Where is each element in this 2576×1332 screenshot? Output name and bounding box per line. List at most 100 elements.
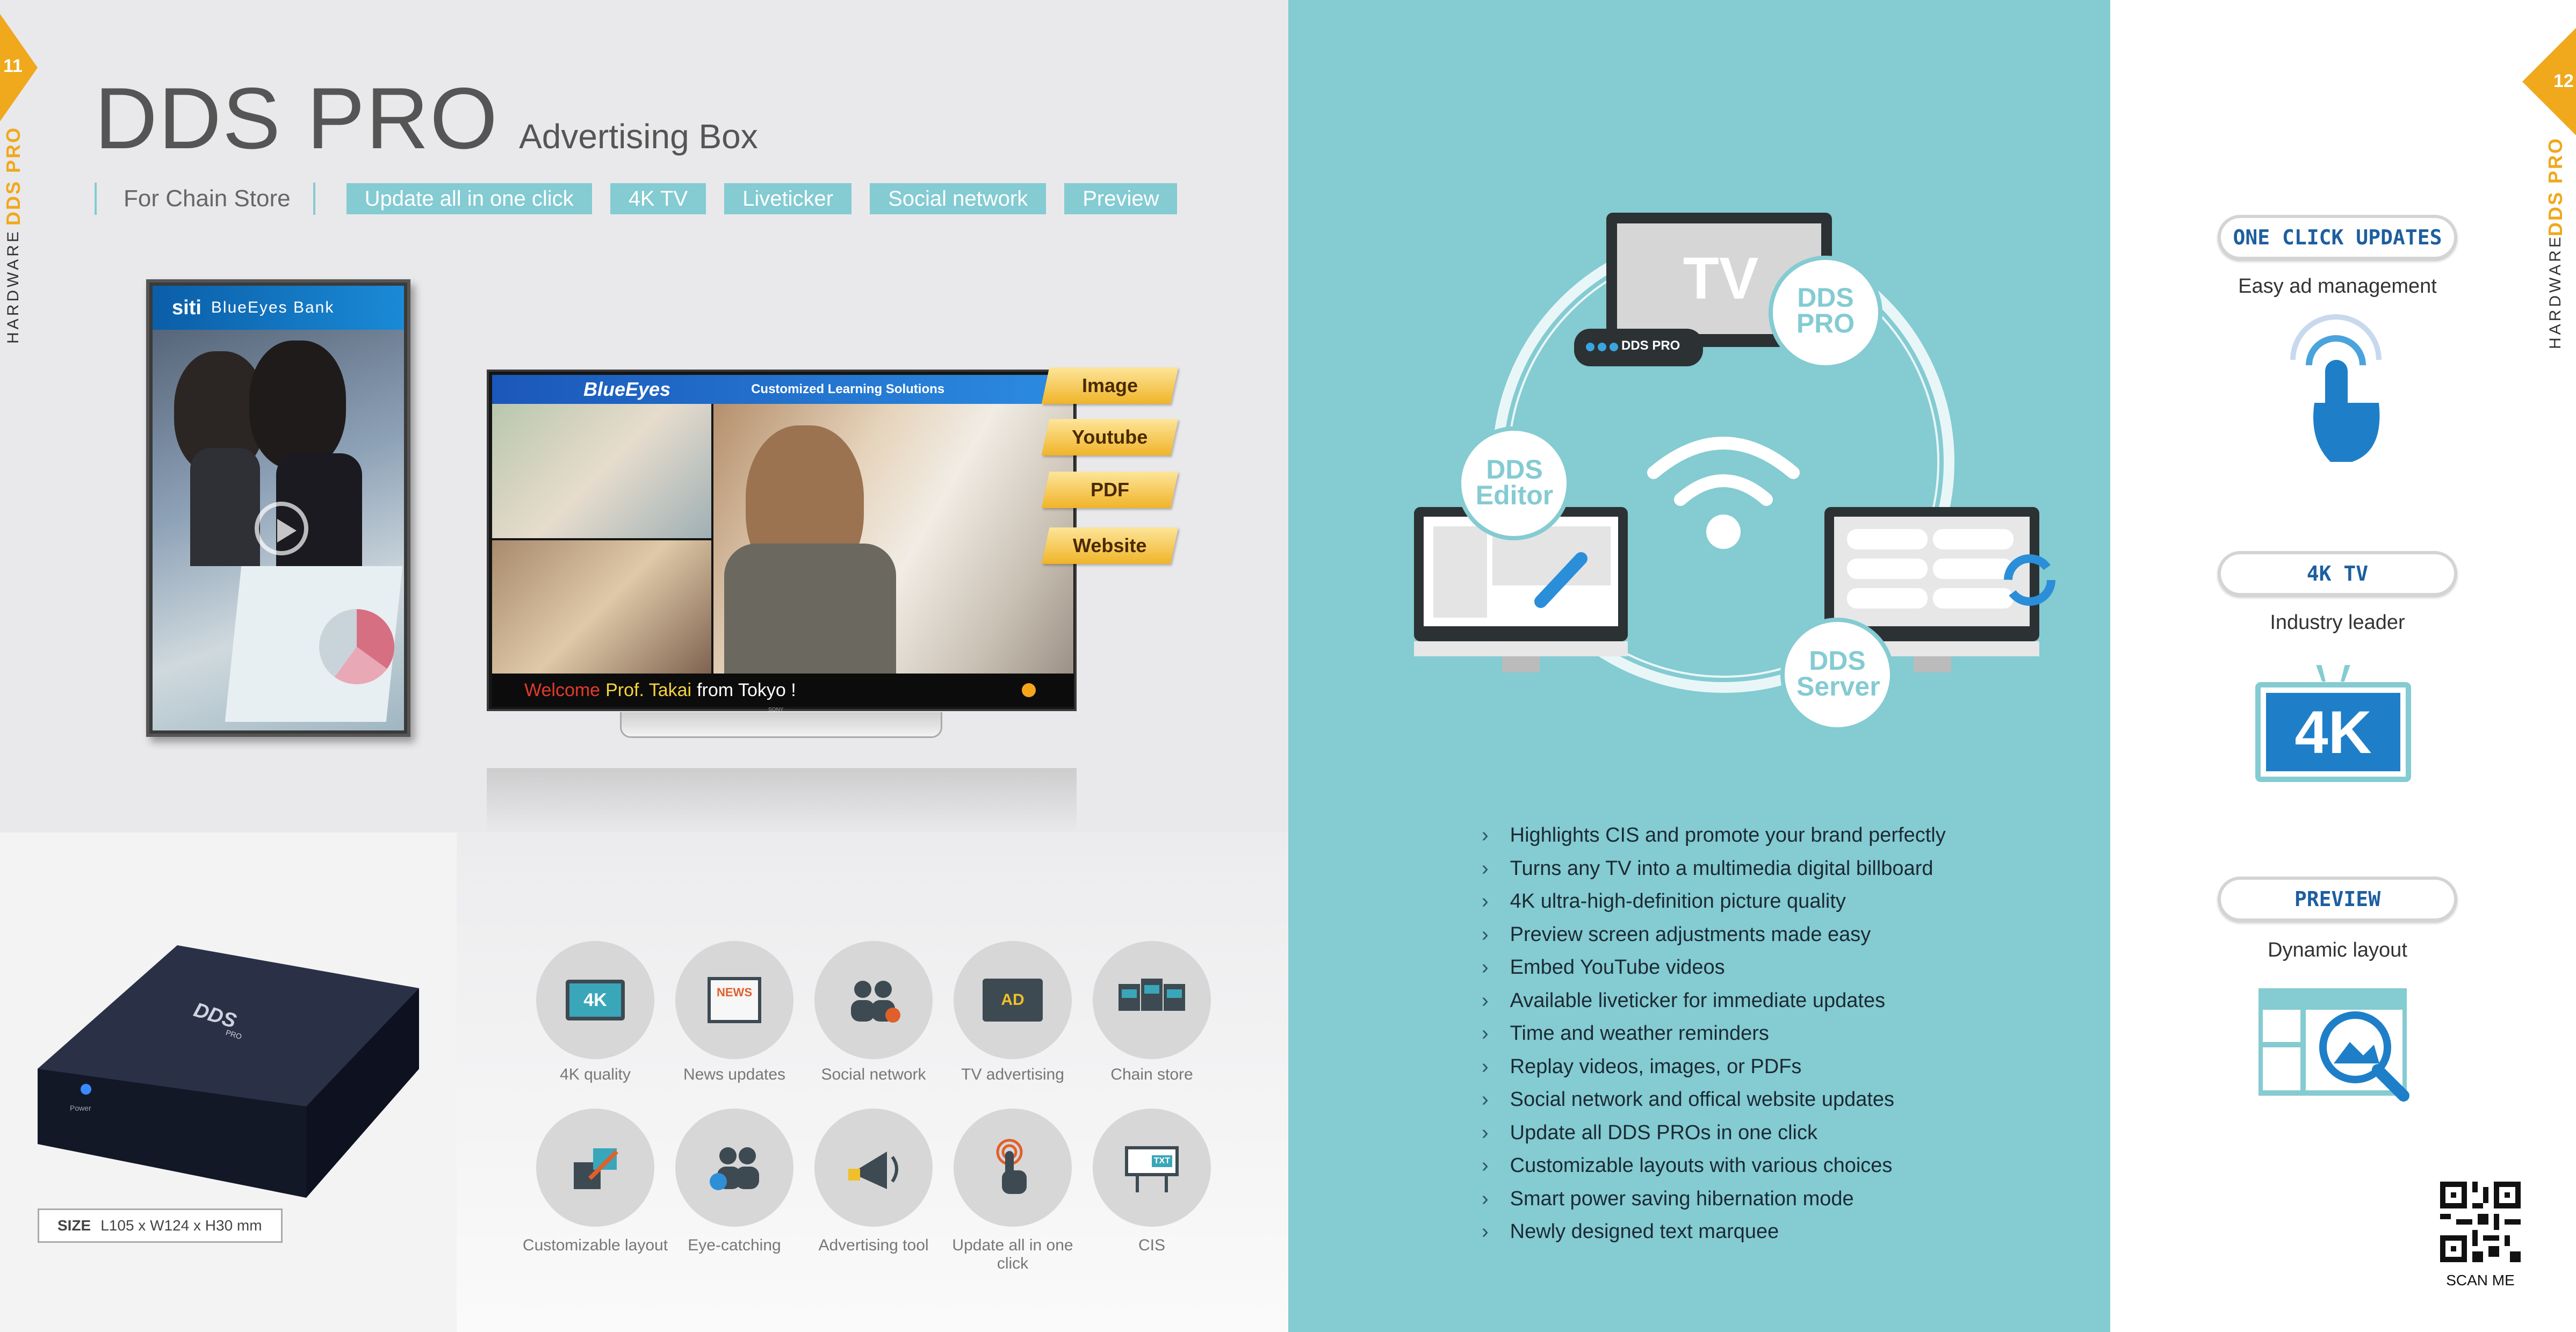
bank-name: BlueEyes Bank [211,299,335,316]
megaphone-icon [814,1109,933,1227]
icon-label: 4K quality [560,1066,631,1083]
tagline: For Chain Store [124,185,291,212]
feature-list: ›Highlights CIS and promote your brand p… [1482,819,1946,1249]
highlight-desc: Easy ad management [2238,275,2437,298]
tags-row: For Chain Store Update all in one click … [95,183,1195,215]
page-number: 12 [2553,71,2574,91]
icon-label: CIS [1138,1236,1165,1254]
highlight-desc: Industry leader [2270,611,2405,634]
icon-label: Update all in one click [952,1236,1073,1272]
icon-panel [457,832,1289,1332]
tag-preview: Preview [1064,183,1178,214]
tag-liveticker: Liveticker [724,183,852,214]
chevron-right-icon: › [1482,857,1489,880]
page-title: DDS PRO [95,70,499,167]
icon-label: Eye-catching [688,1236,781,1254]
tv-photo-main [713,404,1073,674]
chain-store-icon [1093,941,1211,1059]
4k-tv-pill: 4K TV [2218,551,2457,596]
right-page: 12 DDS PRO HARDWARE ONE CLICK UPDATES Ea… [2110,0,2576,1332]
feature-item: ›Customizable layouts with various choic… [1482,1154,1893,1177]
chevron-right-icon: › [1482,1088,1489,1111]
system-diagram [1414,213,2055,732]
device-power-label: Power [70,1104,91,1112]
size-value: L105 x W124 x H30 mm [100,1217,262,1234]
ad-tv-icon: AD [954,941,1072,1059]
ribbon-youtube: Youtube [1041,419,1179,455]
feature-item: ›Smart power saving hibernation mode [1482,1187,1854,1210]
size-box: SIZE L105 x W124 x H30 mm [38,1208,283,1243]
chevron-right-icon: › [1482,1022,1489,1045]
qr-code[interactable] [2440,1182,2521,1262]
bank-photo [153,330,404,730]
ribbon-image: Image [1041,367,1179,404]
tv-brand: BlueEyes [583,378,671,400]
eye-people-icon [675,1109,793,1227]
tv-photo [492,404,711,538]
size-label: SIZE [57,1217,91,1234]
feature-item: ›Replay videos, images, or PDFs [1482,1055,1802,1078]
touch-click-icon [2271,312,2400,470]
side-brand: DDS PRO [2544,136,2566,236]
side-section: HARDWARE [4,229,22,344]
one-click-updates-pill: ONE CLICK UPDATES [2218,215,2457,260]
feature-item: ›Embed YouTube videos [1482,956,1725,979]
side-brand: DDS PRO [2,126,24,226]
feature-item: ›Social network and offical website upda… [1482,1088,1895,1111]
touch-icon [954,1109,1072,1227]
feature-item: ›Update all DDS PROs in one click [1482,1121,1817,1144]
tag-4k-tv: 4K TV [610,183,706,214]
weather-icon [1022,683,1036,697]
bank-header: siti BlueEyes Bank [153,286,404,330]
chevron-right-icon: › [1482,923,1489,946]
chevron-right-icon: › [1482,989,1489,1012]
pie-shape [319,609,394,684]
tv-frame: BlueEyes Customized Learning Solutions W… [487,370,1077,713]
tv-header-text: Customized Learning Solutions [751,382,945,396]
preview-layout-icon [2258,988,2420,1114]
feature-item: ›Newly designed text marquee [1482,1220,1779,1243]
tv-header: BlueEyes Customized Learning Solutions [492,375,1073,404]
dds-device: DDS PRO Power [21,945,419,1198]
portrait-display: siti BlueEyes Bank [146,279,410,737]
feature-item: ›4K ultra-high-definition picture qualit… [1482,890,1846,913]
icon-label: Chain store [1110,1066,1193,1083]
news-icon: NEWS [675,941,793,1059]
left-page: 11 DDS PRO HARDWARE DDS PRO Advertising … [0,0,1289,1332]
chevron-right-icon: › [1482,1121,1489,1144]
preview-pill: PREVIEW [2218,877,2457,922]
ribbon-website: Website [1041,527,1179,564]
tv-label: TV [1683,245,1759,312]
billboard-icon: TXT [1093,1109,1211,1227]
icon-label: Customizable layout [522,1236,668,1254]
chevron-right-icon: › [1482,890,1489,913]
dds-server-bubble: DDS Server [1796,646,1880,701]
chevron-right-icon: › [1482,824,1489,847]
4k-tv-icon: 4K [2255,665,2411,782]
box-label: DDS PRO [1621,338,1680,353]
chevron-right-icon: › [1482,1055,1489,1078]
feature-item: ›Available liveticker for immediate upda… [1482,989,1886,1012]
page-number: 11 [3,56,23,76]
dds-editor-bubble: DDS Editor [1475,454,1554,510]
page-title-row: DDS PRO Advertising Box [95,69,758,169]
people-network-icon [814,941,933,1059]
system-panel: TV DDS PRO DDS PRO DDS Editor DDS Server… [1288,0,2110,1332]
icon-label: News updates [683,1066,786,1083]
chevron-right-icon: › [1482,1220,1489,1243]
page-tab: 12 [2522,28,2576,135]
chevron-right-icon: › [1482,956,1489,979]
chevron-right-icon: › [1482,1154,1489,1177]
play-icon[interactable] [255,502,308,555]
tv-manufacturer: SONY [768,707,784,713]
tv-photo [492,540,711,674]
feature-item: ›Turns any TV into a multimedia digital … [1482,857,1933,880]
tv-ticker: Welcome Prof. Takai from Tokyo ! [492,674,1073,707]
page-tab: 11 [0,14,38,121]
person-body [724,544,896,674]
tv-stand [620,712,942,738]
chevron-right-icon: › [1482,1187,1489,1210]
side-section: HARDWARE [2546,234,2564,349]
feature-item: ›Time and weather reminders [1482,1022,1769,1045]
highlight-desc: Dynamic layout [2268,939,2407,961]
